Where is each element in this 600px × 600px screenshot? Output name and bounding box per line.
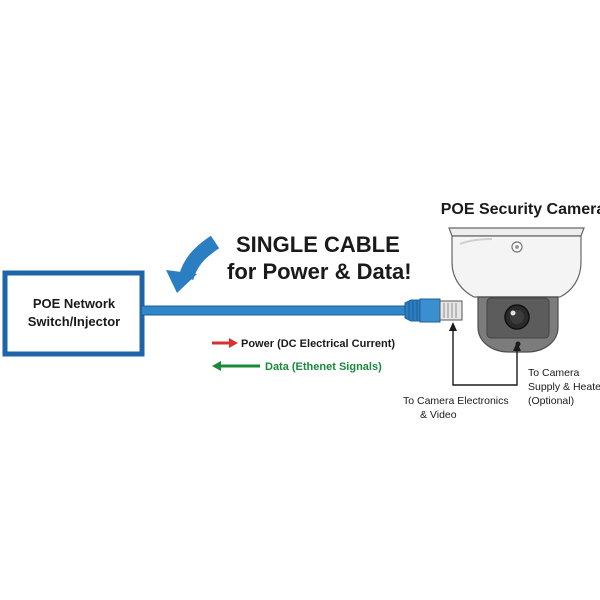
curved-arrow-icon bbox=[166, 235, 220, 293]
switch-box-line2: Switch/Injector bbox=[28, 314, 120, 329]
poe-switch-box: POE Network Switch/Injector bbox=[2, 270, 145, 357]
camera-title: POE Security Camera bbox=[441, 201, 600, 218]
switch-box-line1: POE Network bbox=[33, 296, 116, 311]
headline-line1: SINGLE CABLE bbox=[236, 232, 400, 257]
legend-power-label: Power (DC Electrical Current) bbox=[241, 338, 395, 350]
headline-line2: for Power & Data! bbox=[227, 259, 412, 284]
rj45-connector-icon bbox=[404, 298, 463, 323]
electronics-note-line2: & Video bbox=[420, 409, 457, 421]
legend-data: Data (Ethenet Signals) bbox=[212, 361, 382, 373]
legend-data-label: Data (Ethenet Signals) bbox=[265, 361, 382, 373]
heater-note-line2: Supply & Heater bbox=[528, 381, 600, 393]
ethernet-cable bbox=[142, 305, 407, 316]
heater-note-line3: (Optional) bbox=[528, 395, 574, 407]
legend-power: Power (DC Electrical Current) bbox=[212, 338, 395, 350]
camera-wiring bbox=[449, 322, 521, 386]
heater-note-line1: To Camera bbox=[528, 367, 580, 379]
electronics-note-line1: To Camera Electronics bbox=[403, 395, 509, 407]
security-camera-icon bbox=[448, 227, 585, 353]
